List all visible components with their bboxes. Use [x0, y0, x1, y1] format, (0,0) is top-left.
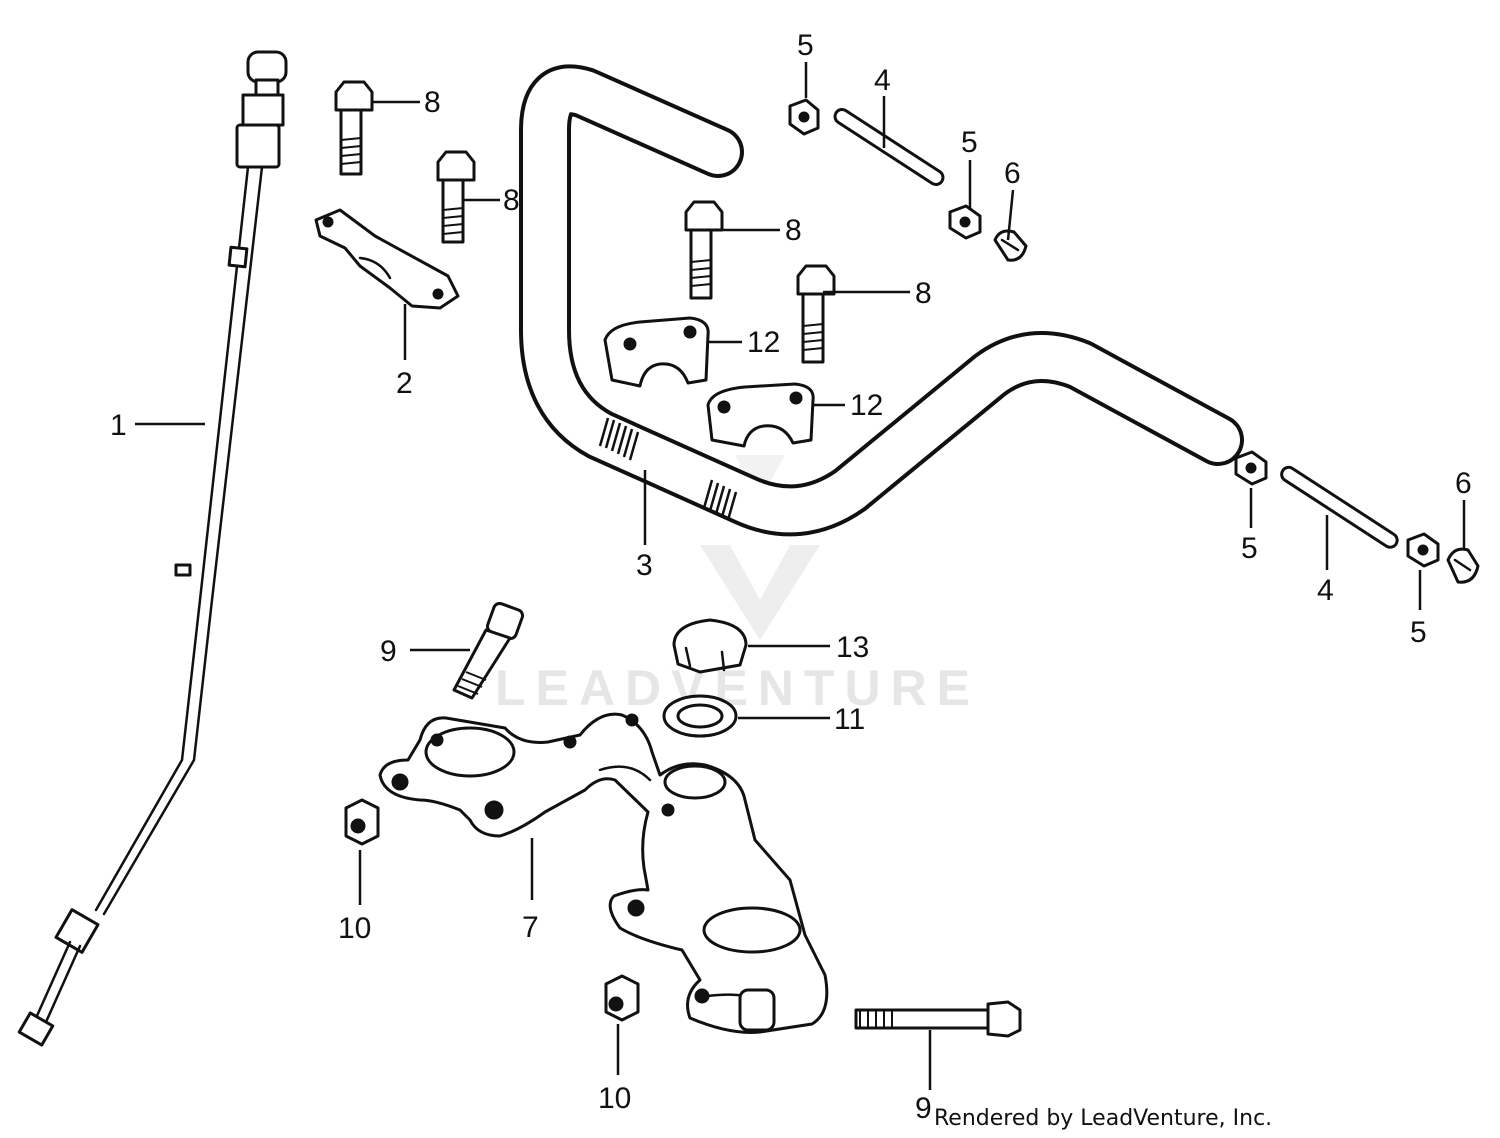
callout-8-a: 8	[424, 86, 441, 119]
callout-11: 11	[834, 703, 865, 736]
part-10-nut-upper	[344, 798, 380, 846]
part-2-bracket	[314, 208, 460, 310]
callout-10-upper: 10	[338, 912, 371, 945]
callout-5-d: 5	[1410, 616, 1427, 649]
part-4-pin-upper	[833, 108, 945, 186]
part-11-washer	[662, 694, 738, 738]
callout-12-lower: 12	[850, 389, 883, 422]
callout-12-upper: 12	[747, 326, 780, 359]
callout-3: 3	[636, 549, 653, 582]
part-5-nut-a	[788, 98, 820, 136]
callout-5-c: 5	[1241, 532, 1258, 565]
part-8-bolt-b	[436, 150, 476, 244]
callout-1: 1	[110, 409, 127, 442]
part-3-handlebar	[519, 64, 1244, 537]
callout-2: 2	[396, 367, 413, 400]
part-12-holder-lower	[706, 382, 815, 448]
callout-10-lower: 10	[598, 1082, 631, 1115]
callout-4-upper: 4	[874, 64, 891, 97]
part-5-nut-d	[1406, 532, 1440, 568]
callout-9-upper: 9	[380, 635, 397, 668]
part-7-top-bridge	[378, 712, 829, 1034]
callout-6-lower: 6	[1455, 467, 1472, 500]
watermark-text: LEADVENTURE	[495, 660, 980, 716]
part-9-bolt-lower	[854, 1000, 1022, 1038]
part-4-pin-lower	[1280, 465, 1399, 549]
callout-8-c: 8	[785, 214, 802, 247]
callout-5-b: 5	[961, 126, 978, 159]
part-6-clip-lower	[1446, 547, 1480, 584]
part-1-cable	[17, 50, 288, 1047]
callout-13: 13	[836, 631, 869, 664]
part-8-bolt-c	[684, 200, 724, 300]
part-13-stem-nut	[672, 618, 748, 674]
callout-6-upper: 6	[1004, 157, 1021, 190]
callout-5-a: 5	[797, 29, 814, 62]
render-credit: Rendered by LeadVenture, Inc.	[934, 1106, 1273, 1131]
part-12-holder-upper	[603, 316, 710, 388]
part-8-bolt-d	[796, 264, 836, 364]
callout-8-b: 8	[503, 184, 520, 217]
part-10-nut-lower	[604, 974, 640, 1022]
callout-9-lower: 9	[915, 1092, 932, 1125]
callout-4-lower: 4	[1317, 574, 1334, 607]
part-6-clip-upper	[993, 229, 1028, 262]
callout-7: 7	[522, 911, 539, 944]
part-5-nut-c	[1234, 450, 1268, 486]
callouts: 1 2 3 4 4 5 5 5 5 6 6 7 8 8 8 8 9 9 10 1…	[110, 29, 1472, 1125]
part-8-bolt-a	[334, 80, 374, 176]
leader-lines	[135, 62, 1466, 1090]
part-9-bolt-upper	[452, 601, 525, 700]
part-5-nut-b	[948, 204, 982, 240]
callout-8-d: 8	[915, 277, 932, 310]
